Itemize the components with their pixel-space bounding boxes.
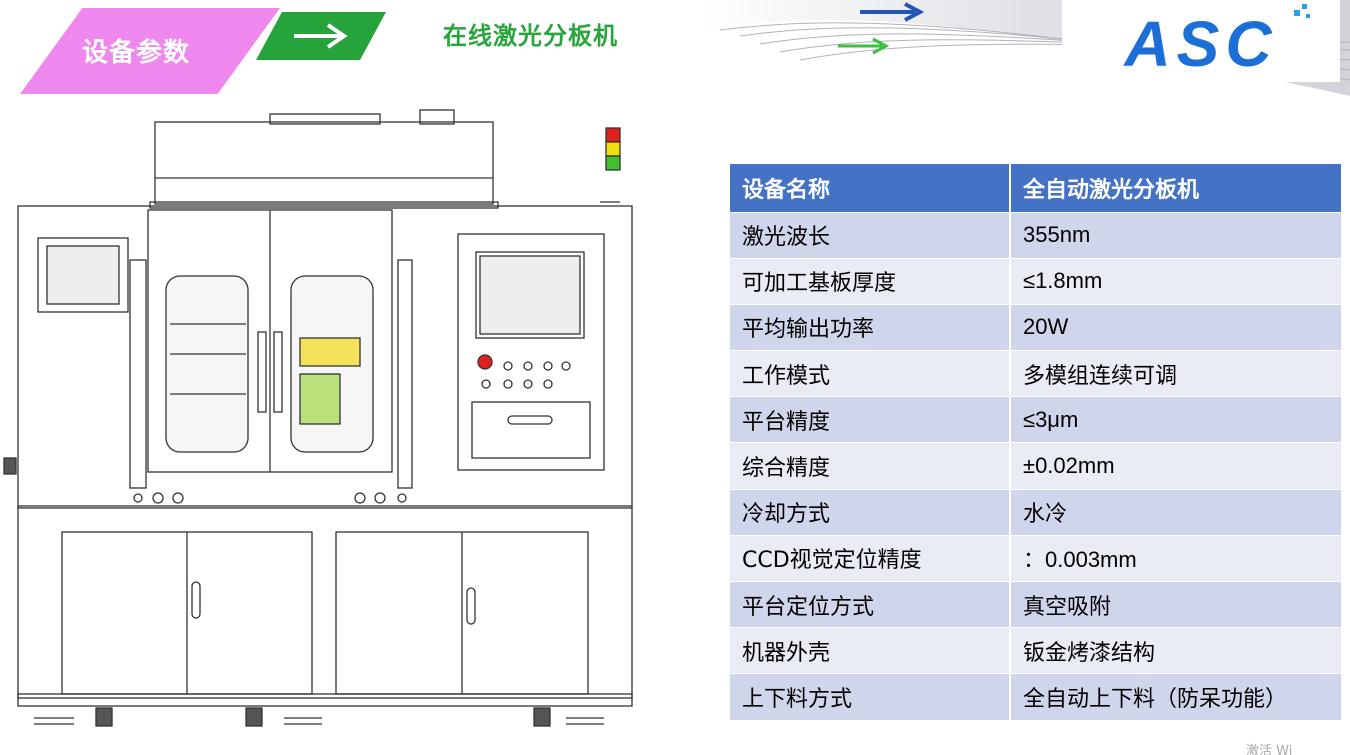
asc-logo-icon: ASC <box>1122 4 1310 80</box>
spec-label: 激光波长 <box>730 211 1011 259</box>
spec-value: 全自动上下料（防呆功能） <box>1010 673 1343 721</box>
machine-drawing <box>3 109 633 727</box>
spec-label: 平台精度 <box>730 396 1011 443</box>
table-row: 上下料方式 全自动上下料（防呆功能） <box>730 673 1343 721</box>
spec-label: 平台定位方式 <box>730 580 1011 628</box>
activation-watermark: 激活 Wi <box>1246 744 1293 755</box>
blue-arrow-icon <box>860 2 925 22</box>
spec-table-header: 设备名称 全自动激光分板机 <box>730 164 1343 212</box>
logo: ASC <box>1062 0 1340 82</box>
table-row: 工作模式 多模组连续可调 <box>730 350 1343 397</box>
header-cell-value: 全自动激光分板机 <box>1010 164 1343 212</box>
spec-value: ：0.003mm <box>1010 534 1343 582</box>
table-row: 平台精度 ≤3μm <box>730 396 1343 443</box>
spec-value: ≤3μm <box>1010 396 1343 443</box>
table-row: 平均输出功率 20W <box>730 303 1343 351</box>
table-row: 平台定位方式 真空吸附 <box>730 580 1343 628</box>
spec-value: ±0.02mm <box>1010 442 1343 490</box>
page-title: 在线激光分板机 <box>443 22 618 50</box>
spec-value: 水冷 <box>1010 488 1343 536</box>
spec-label: 可加工基板厚度 <box>730 257 1011 305</box>
table-row: 综合精度 ±0.02mm <box>730 442 1343 490</box>
table-row: 可加工基板厚度 ≤1.8mm <box>730 257 1343 305</box>
section-label: 设备参数 <box>82 38 191 68</box>
table-row: 冷却方式 水冷 <box>730 488 1343 536</box>
spec-label: 工作模式 <box>730 350 1011 397</box>
spec-value: 20W <box>1010 303 1343 351</box>
spec-label: CCD视觉定位精度 <box>730 534 1011 582</box>
green-arrow-icon <box>838 37 890 55</box>
spec-table: 设备名称 全自动激光分板机 激光波长 355nm 可加工基板厚度 ≤1.8mm … <box>730 164 1343 721</box>
spec-value: 多模组连续可调 <box>1010 350 1343 397</box>
spec-value: 355nm <box>1010 211 1343 259</box>
svg-text:ASC: ASC <box>1122 8 1277 80</box>
spec-label: 冷却方式 <box>730 488 1011 536</box>
spec-value: 真空吸附 <box>1010 580 1343 628</box>
arrow-right-icon <box>294 23 348 49</box>
spec-label: 机器外壳 <box>730 627 1011 674</box>
table-row: 机器外壳 钣金烤漆结构 <box>730 627 1343 674</box>
table-row: 激光波长 355nm <box>730 211 1343 259</box>
spec-value: 钣金烤漆结构 <box>1010 627 1343 674</box>
header-cell-name: 设备名称 <box>730 164 1011 212</box>
spec-value: ≤1.8mm <box>1010 257 1343 305</box>
table-row: CCD视觉定位精度 ：0.003mm <box>730 534 1343 582</box>
spec-label: 平均输出功率 <box>730 303 1011 351</box>
spec-label: 综合精度 <box>730 442 1011 490</box>
spec-label: 上下料方式 <box>730 673 1011 721</box>
